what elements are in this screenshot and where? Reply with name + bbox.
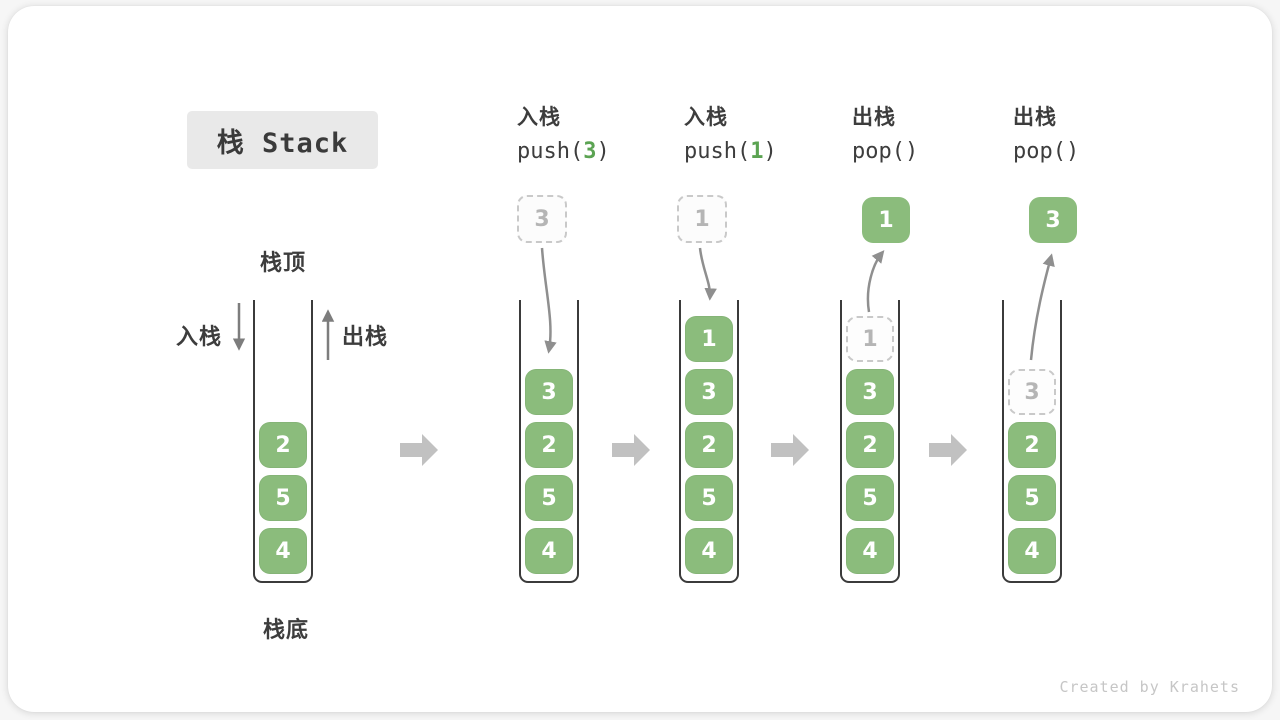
code-text: pop(): [852, 139, 919, 164]
floating-value: 1: [694, 206, 710, 232]
stack-item-value: 2: [275, 432, 291, 458]
stack-item-value: 4: [275, 538, 291, 564]
operation-label: 入栈: [684, 106, 728, 129]
code-argument: 1: [750, 139, 764, 164]
operation-code: pop(): [1013, 139, 1173, 165]
stack-item-value: 2: [541, 432, 557, 458]
stack-item-value: 5: [1024, 485, 1040, 511]
stack-item: 3: [525, 369, 573, 415]
stack-item-removed: 3: [1008, 369, 1056, 415]
credit-text: Created by Krahets: [1059, 678, 1240, 696]
code-text: push(: [684, 139, 751, 164]
popped-value-box: 1: [862, 197, 910, 243]
code-text: push(: [517, 139, 584, 164]
stack-item-value: 4: [862, 538, 878, 564]
stack-item-value: 3: [701, 379, 717, 405]
stack-item-value: 1: [701, 326, 717, 352]
operation-label: 出栈: [1013, 106, 1057, 129]
stack-item: 2: [846, 422, 894, 468]
stack-item-value: 5: [862, 485, 878, 511]
title-box: 栈 Stack: [187, 111, 378, 169]
stack-item: 2: [525, 422, 573, 468]
stack-item-value: 1: [862, 326, 878, 352]
floating-value: 3: [1045, 207, 1061, 233]
stack-item: 3: [846, 369, 894, 415]
stack-container-push-3: 3 2 5 4: [519, 300, 579, 583]
column-header-push-3: 入栈 push(3): [517, 104, 677, 165]
pop-side-label: 出栈: [342, 324, 389, 349]
floating-value: 3: [534, 206, 550, 232]
stack-item-value: 3: [862, 379, 878, 405]
stack-item-value: 3: [1024, 379, 1040, 405]
stack-item-removed: 1: [846, 316, 894, 362]
stack-item: 5: [525, 475, 573, 521]
operation-label: 出栈: [852, 106, 896, 129]
stack-item: 4: [1008, 528, 1056, 574]
operation-label: 入栈: [517, 106, 561, 129]
stack-item-value: 3: [541, 379, 557, 405]
column-header-push-1: 入栈 push(1): [684, 104, 844, 165]
stack-item: 2: [1008, 422, 1056, 468]
stack-container-push-1: 1 3 2 5 4: [679, 300, 739, 583]
stack-item: 4: [685, 528, 733, 574]
stack-item-value: 2: [701, 432, 717, 458]
stack-item-value: 4: [1024, 538, 1040, 564]
operation-code: push(3): [517, 139, 677, 165]
stack-container-pop-2: 3 2 5 4: [1002, 300, 1062, 583]
stack-item-value: 2: [1024, 432, 1040, 458]
stack-item-value: 5: [701, 485, 717, 511]
stack-item: 5: [1008, 475, 1056, 521]
stack-bottom-label: 栈底: [262, 617, 310, 642]
push-side-label: 入栈: [176, 324, 223, 349]
code-text: pop(): [1013, 139, 1080, 164]
stack-container-pop-1: 1 3 2 5 4: [840, 300, 900, 583]
stack-item: 5: [259, 475, 307, 521]
operation-code: pop(): [852, 139, 1012, 165]
column-header-pop-2: 出栈 pop(): [1013, 104, 1173, 165]
stack-item-value: 2: [862, 432, 878, 458]
incoming-value-box: 3: [517, 195, 567, 243]
floating-value: 1: [878, 207, 894, 233]
operation-code: push(1): [684, 139, 844, 165]
stack-item: 4: [525, 528, 573, 574]
code-text: ): [596, 139, 610, 164]
stack-item: 2: [259, 422, 307, 468]
stack-item-value: 4: [541, 538, 557, 564]
column-header-pop-1: 出栈 pop(): [852, 104, 1012, 165]
stack-item-value: 5: [275, 485, 291, 511]
stack-item: 5: [846, 475, 894, 521]
stack-top-label: 栈顶: [259, 250, 307, 275]
stack-item: 4: [846, 528, 894, 574]
stack-item-value: 4: [701, 538, 717, 564]
code-argument: 3: [583, 139, 597, 164]
stack-item: 4: [259, 528, 307, 574]
stack-container-initial: 2 5 4: [253, 300, 313, 583]
stack-item-value: 5: [541, 485, 557, 511]
stack-item: 2: [685, 422, 733, 468]
diagram-title: 栈 Stack: [216, 127, 349, 159]
stack-item: 1: [685, 316, 733, 362]
incoming-value-box: 1: [677, 195, 727, 243]
stack-item: 3: [685, 369, 733, 415]
stack-item: 5: [685, 475, 733, 521]
code-text: ): [763, 139, 777, 164]
popped-value-box: 3: [1029, 197, 1077, 243]
